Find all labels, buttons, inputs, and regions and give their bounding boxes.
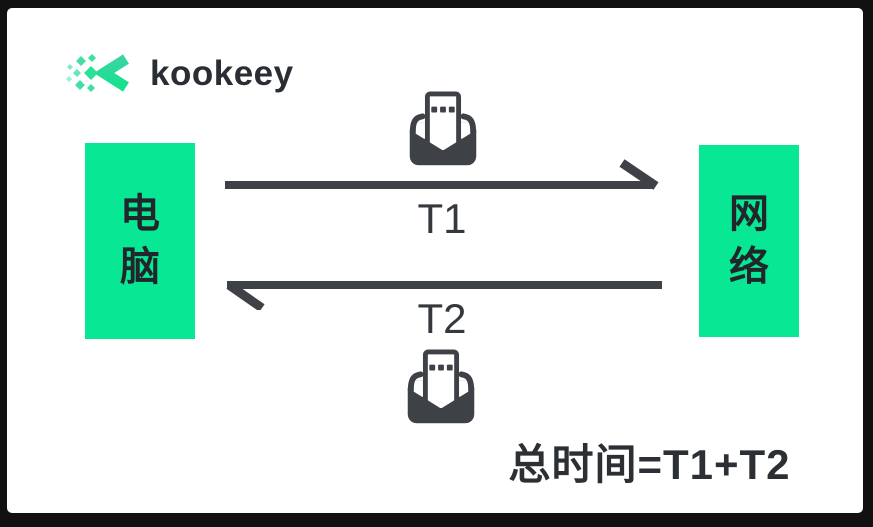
t1-label: T1 bbox=[417, 195, 467, 242]
kookeey-diamond-x-icon bbox=[66, 54, 129, 92]
network-node: 网络 bbox=[699, 145, 799, 337]
diagram-card: kookeey 电脑 网络 T1 T2 bbox=[7, 8, 863, 513]
brand-name: kookeey bbox=[150, 53, 294, 93]
computer-node-label: 电脑 bbox=[120, 192, 160, 289]
kookeey-logo: kookeey bbox=[64, 52, 294, 94]
computer-node: 电脑 bbox=[85, 143, 195, 339]
envelope-message-icon bbox=[409, 91, 477, 166]
network-node-label: 网络 bbox=[729, 192, 769, 289]
t2-arrow-left-icon bbox=[226, 281, 662, 310]
t2-label: T2 bbox=[417, 295, 467, 342]
total-time-formula: 总时间=T1+T2 bbox=[508, 441, 791, 488]
envelope-message-icon bbox=[407, 349, 475, 424]
t1-arrow-right-icon bbox=[225, 159, 659, 190]
